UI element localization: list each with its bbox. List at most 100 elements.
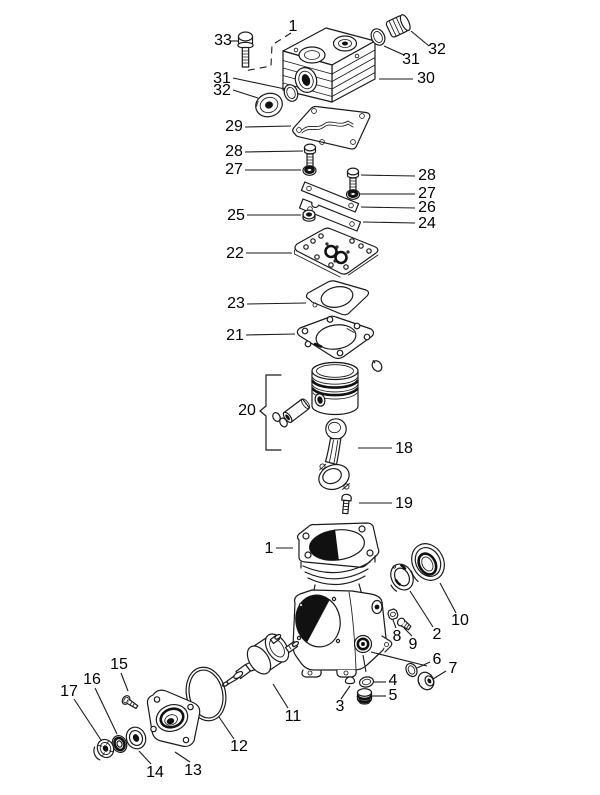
leader-line-8 [392, 619, 397, 629]
leader-line-32-left [232, 89, 259, 99]
part-8-nut [387, 608, 399, 621]
callout-16: 16 [83, 671, 118, 735]
part-33-bolt [237, 31, 254, 68]
part-21-gasket-lower [296, 315, 375, 360]
leader-line-7 [432, 670, 447, 680]
callout-27-left: 27 [225, 161, 301, 178]
part-32-plug-top-right [385, 14, 411, 38]
part-27-washer-right [345, 189, 361, 200]
part-28-screw-left [303, 143, 317, 168]
callout-9-label: 9 [409, 636, 418, 653]
callout-3: 3 [336, 685, 351, 715]
callout-19: 19 [359, 495, 413, 512]
part-20-bracket [259, 374, 282, 451]
callout-1-body: 1 [265, 540, 293, 557]
callout-29-label: 29 [225, 118, 243, 135]
leader-line-32-top-right [410, 30, 430, 47]
callout-24: 24 [362, 215, 436, 232]
callout-15: 15 [110, 656, 129, 692]
callout-16-label: 16 [83, 671, 101, 688]
callout-32-left-label: 32 [213, 82, 231, 99]
part-18-connecting-rod [318, 418, 350, 491]
part-26-valve-plate-upper [300, 181, 360, 213]
callout-6-label: 6 [433, 651, 442, 668]
part-23-gasket-upper [305, 280, 370, 316]
leader-line-12 [218, 716, 235, 740]
part-3-cap [344, 676, 356, 685]
part-31-ring-left [283, 84, 299, 102]
callout-18: 18 [358, 440, 413, 457]
leader-line-9 [403, 627, 413, 637]
callout-12-label: 12 [230, 738, 248, 755]
part-17-nut [93, 738, 115, 761]
leader-line-17 [73, 698, 102, 741]
leader-line-2 [409, 590, 434, 628]
callout-8-label: 8 [393, 628, 402, 645]
leader-line-housing-to-6-7 [370, 651, 428, 667]
callout-15-label: 15 [110, 656, 128, 673]
leader-line-28-right [360, 174, 416, 177]
part-7-plug [417, 671, 435, 691]
part-25-grommet [302, 209, 316, 222]
part-4-sealing-ring [358, 676, 375, 688]
callout-27-left-label: 27 [225, 161, 243, 178]
leader-line-14 [138, 750, 152, 765]
callout-11: 11 [272, 683, 301, 725]
callout-23-label: 23 [227, 295, 245, 312]
callout-7: 7 [432, 660, 458, 680]
part-20-o-rings [272, 412, 288, 428]
part-20-wrist-pin [282, 398, 311, 423]
callout-9: 9 [403, 627, 418, 653]
callout-4-label: 4 [389, 672, 398, 689]
part-6-sealing-ring [405, 662, 418, 678]
part-22-valve-plate [294, 227, 379, 278]
callout-30-label: 30 [417, 70, 435, 87]
part-9-bolt [396, 617, 412, 631]
part-1-crankcase [292, 522, 393, 678]
callout-33: 33 [214, 32, 239, 49]
part-29-head-gasket [292, 105, 371, 150]
callout-18-label: 18 [395, 440, 413, 457]
callout-30: 30 [379, 70, 435, 87]
leader-line-26 [360, 206, 416, 209]
part-snap-ring [371, 360, 383, 372]
part-20-piston [311, 361, 359, 416]
callout-20: 20 [238, 402, 256, 419]
callout-13: 13 [174, 751, 202, 779]
callout-31-top-right: 31 [383, 45, 420, 68]
part-12-o-ring [185, 666, 227, 722]
callout-33-label: 33 [214, 32, 232, 49]
callout-4: 4 [374, 672, 398, 689]
callout-21: 21 [226, 327, 296, 344]
callout-2: 2 [409, 590, 442, 643]
callout-27-right-label: 27 [418, 185, 436, 202]
part-11-crankshaft [221, 633, 300, 687]
callout-1-top-label: 1 [289, 18, 298, 35]
leader-line-housing-to-4 [362, 654, 367, 673]
part-10-seal-ring [410, 543, 445, 583]
callout-26-label: 26 [418, 199, 436, 216]
callout-1-body-label: 1 [265, 540, 274, 557]
leader-line-23 [246, 302, 307, 305]
callout-25: 25 [227, 207, 301, 224]
callout-22-label: 22 [226, 245, 244, 262]
callout-5-label: 5 [389, 687, 398, 704]
leader-line-24 [362, 221, 416, 224]
leader-line-28-left [244, 150, 304, 153]
part-14-seal [125, 726, 147, 750]
leader-line-31-left [232, 77, 286, 90]
leader-line-15 [120, 672, 129, 692]
part-27-washer-left [302, 165, 317, 176]
leader-line-11 [272, 683, 289, 709]
part-31-ring-top-right [370, 28, 386, 46]
callout-1-top: 1 [243, 18, 298, 72]
callout-28-left-label: 28 [225, 143, 243, 160]
leader-line-6 [416, 661, 431, 669]
part-13-bearing-cover [146, 689, 201, 748]
callout-28-left: 28 [225, 143, 304, 160]
callout-5: 5 [372, 687, 398, 704]
callout-14: 14 [138, 750, 164, 781]
leader-line-21 [245, 333, 296, 336]
